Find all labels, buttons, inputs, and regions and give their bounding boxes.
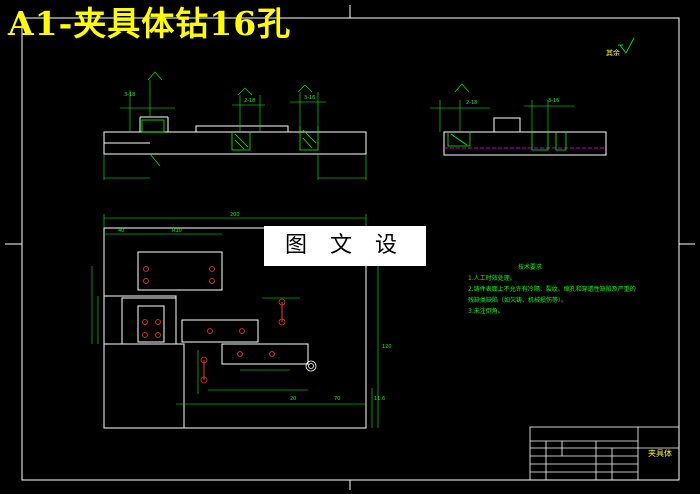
title-block-drawing-name: 夹具体 (648, 448, 672, 458)
side-view (443, 117, 607, 156)
technical-requirement-item: 1.人工时效处理。 (468, 275, 516, 282)
side-view-holes (447, 132, 567, 151)
plan-view-slots (203, 302, 283, 380)
plan-dim-height-right: 11.6 (374, 396, 385, 402)
front-dim-label-c: 3-16 (304, 95, 315, 101)
drawing-title: A1-夹具体钻16孔 (8, 4, 292, 43)
title-block (529, 426, 680, 481)
technical-requirements-heading: 技术要求 (518, 264, 543, 271)
front-view (103, 116, 367, 155)
roughness-note: 其余 (606, 48, 620, 57)
plan-dim-top-mid: R10 (172, 228, 182, 234)
technical-requirement-item: 3.未注倒角。 (468, 308, 504, 315)
locating-pin-circle (305, 360, 317, 372)
plan-dim-depth-right: 120 (382, 344, 392, 350)
side-dim-label-b: 3-16 (548, 98, 559, 104)
side-view-dimensions (430, 83, 575, 132)
front-view-holes (141, 119, 319, 151)
technical-requirement-item: 2.铸件表面上不允许有冷隔、裂纹、缩孔和穿透性缺陷及严重的 (468, 286, 636, 293)
plan-dim-bottom-b: 70 (334, 396, 340, 402)
drawing-frame (5, 5, 695, 490)
side-dim-label-a: 2-18 (466, 100, 477, 106)
technical-requirement-item: 残缺类缺陷（如欠铸、机械损伤等）。 (468, 297, 568, 304)
front-view-dimensions (103, 71, 367, 180)
plan-dim-overall-length: 200 (230, 212, 240, 218)
front-dim-label-b: 2-18 (244, 98, 255, 104)
roughness-symbol (618, 37, 635, 54)
technical-requirements: 技术要求 1.人工时效处理。 2.铸件表面上不允许有冷隔、裂纹、缩孔和穿透性缺陷… (468, 262, 648, 317)
front-dim-label-a: 3-18 (124, 92, 135, 98)
plan-dim-top-left: 40 (118, 228, 124, 234)
watermark-label: 图 文 设 计 (264, 226, 426, 298)
plan-dim-bottom-a: 20 (290, 396, 296, 402)
